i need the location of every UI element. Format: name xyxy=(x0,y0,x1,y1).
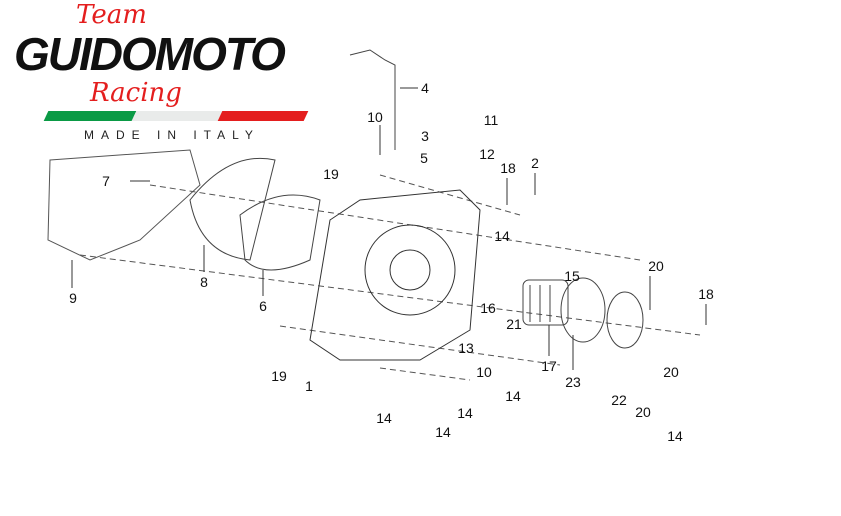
leader-ticks xyxy=(71,87,707,370)
plate-8 xyxy=(189,157,276,261)
part-label: 23 xyxy=(565,374,581,390)
part-label: 17 xyxy=(541,358,557,374)
part-label: 14 xyxy=(494,228,510,244)
part-label: 22 xyxy=(611,392,627,408)
logo-tagline: MADE IN ITALY xyxy=(84,128,260,142)
oil-filter-17 xyxy=(522,279,569,326)
part-label: 13 xyxy=(458,340,474,356)
part-label: 7 xyxy=(102,173,110,189)
part-label: 20 xyxy=(648,258,664,274)
leader-lines xyxy=(79,174,701,381)
part-label: 8 xyxy=(200,274,208,290)
filter-cover-22 xyxy=(606,291,644,349)
logo-name: GUIDOMOTO xyxy=(14,28,286,80)
logo-team: Team xyxy=(76,0,147,30)
gasket-9 xyxy=(47,149,201,261)
part-label: 3 xyxy=(421,128,429,144)
part-label: 5 xyxy=(420,150,428,166)
part-label: 6 xyxy=(259,298,267,314)
part-label: 14 xyxy=(457,405,473,421)
part-label: 18 xyxy=(500,160,516,176)
part-label: 10 xyxy=(367,109,383,125)
part-label: 2 xyxy=(531,155,539,171)
brand-logo: Team GUIDOMOTO Racing MADE IN ITALY xyxy=(0,0,340,150)
part-label: 19 xyxy=(323,166,339,182)
part-label: 18 xyxy=(698,286,714,302)
dipstick-4 xyxy=(349,49,396,150)
part-label: 14 xyxy=(376,410,392,426)
part-label: 10 xyxy=(476,364,492,380)
part-label: 14 xyxy=(505,388,521,404)
part-label: 1 xyxy=(305,378,313,394)
part-label: 16 xyxy=(480,300,496,316)
part-label: 14 xyxy=(435,424,451,440)
cover-6 xyxy=(239,194,321,271)
gasket-23 xyxy=(560,277,606,343)
part-label: 21 xyxy=(506,316,522,332)
part-label: 19 xyxy=(271,368,287,384)
engine-cover-1 xyxy=(309,189,481,361)
part-label: 9 xyxy=(69,290,77,306)
part-label: 15 xyxy=(564,268,580,284)
part-label: 12 xyxy=(479,146,495,162)
part-label: 14 xyxy=(667,428,683,444)
part-label: 20 xyxy=(635,404,651,420)
logo-racing: Racing xyxy=(90,78,182,108)
part-label: 4 xyxy=(421,80,429,96)
part-label: 20 xyxy=(663,364,679,380)
part-label: 11 xyxy=(483,112,499,128)
